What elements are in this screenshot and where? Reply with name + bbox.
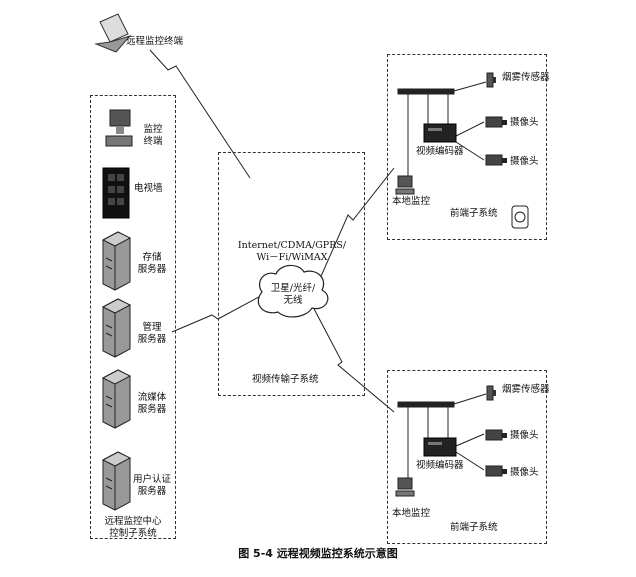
tv-wall-label: 电视墙 [134, 183, 163, 194]
laptop-icon [94, 13, 132, 53]
network-cloud-icon [257, 264, 329, 318]
front-top-lock-icon [511, 205, 529, 229]
front-top-smoke-sensor-icon [486, 72, 496, 88]
front-bottom-smoke-sensor-label: 烟雾传感器 [502, 384, 550, 395]
front-bottom-title: 前端子系统 [450, 522, 498, 533]
remote-terminal-label: 远程监控终端 [126, 36, 184, 47]
front-top-camera1-label: 摄像头 [510, 117, 539, 128]
front-top-encoder-label: 视频编码器 [416, 146, 464, 157]
streaming-server-icon [101, 369, 132, 429]
link-center-to-cloud [171, 291, 269, 333]
front-bottom-camera2-label: 摄像头 [510, 467, 539, 478]
front-top-camera2-icon [485, 154, 507, 166]
front-top-title: 前端子系统 [450, 208, 498, 219]
auth-server-icon [101, 451, 132, 511]
streaming-server-label: 流媒体 服务器 [137, 392, 167, 415]
front-top-local-monitor-label: 本地监控 [392, 196, 431, 207]
monitor-terminal-icon [105, 109, 133, 147]
cloud-label: 卫星/光纤/ 无线 [270, 283, 316, 306]
front-bottom-box [387, 370, 547, 544]
management-server-icon [101, 298, 132, 358]
front-bottom-local-monitor-icon [395, 477, 415, 497]
auth-server-label: 用户认证 服务器 [132, 474, 171, 497]
front-top-wiring [397, 81, 487, 178]
front-bottom-wiring [397, 393, 487, 480]
figure-caption: 图 5-4 远程视频监控系统示意图 [238, 547, 398, 560]
front-top-smoke-sensor-label: 烟雾传感器 [502, 72, 550, 83]
network-types-label: Internet/CDMA/GPRS/ Wi－Fi/WiMAX [237, 240, 347, 263]
link-cloud-to-front-bottom [311, 304, 395, 413]
management-server-label: 管理 服务器 [137, 322, 167, 345]
front-top-box [387, 54, 547, 240]
tv-wall-icon [102, 167, 130, 219]
front-top-encoder-icon [423, 123, 457, 143]
front-top-local-monitor-icon [395, 175, 415, 195]
front-bottom-encoder-label: 视频编码器 [416, 460, 464, 471]
front-bottom-camera2-icon [485, 465, 507, 477]
front-bottom-camera1-icon [485, 429, 507, 441]
transmission-box [218, 152, 365, 396]
front-bottom-smoke-sensor-icon [486, 385, 496, 401]
storage-server-label: 存储 服务器 [137, 252, 167, 275]
front-top-camera1-icon [485, 116, 507, 128]
monitor-terminal-label: 监控 终端 [143, 124, 163, 147]
front-bottom-local-monitor-label: 本地监控 [392, 508, 431, 519]
storage-server-icon [101, 231, 132, 291]
control-center-box [90, 95, 176, 539]
front-bottom-camera1-label: 摄像头 [510, 430, 539, 441]
front-top-camera2-label: 摄像头 [510, 156, 539, 167]
front-bottom-encoder-icon [423, 437, 457, 457]
link-cloud-to-front-top [314, 167, 395, 291]
transmission-title: 视频传输子系统 [252, 374, 319, 385]
link-terminal-to-network [149, 49, 251, 179]
control-center-title: 远程监控中心 控制子系统 [104, 516, 162, 539]
